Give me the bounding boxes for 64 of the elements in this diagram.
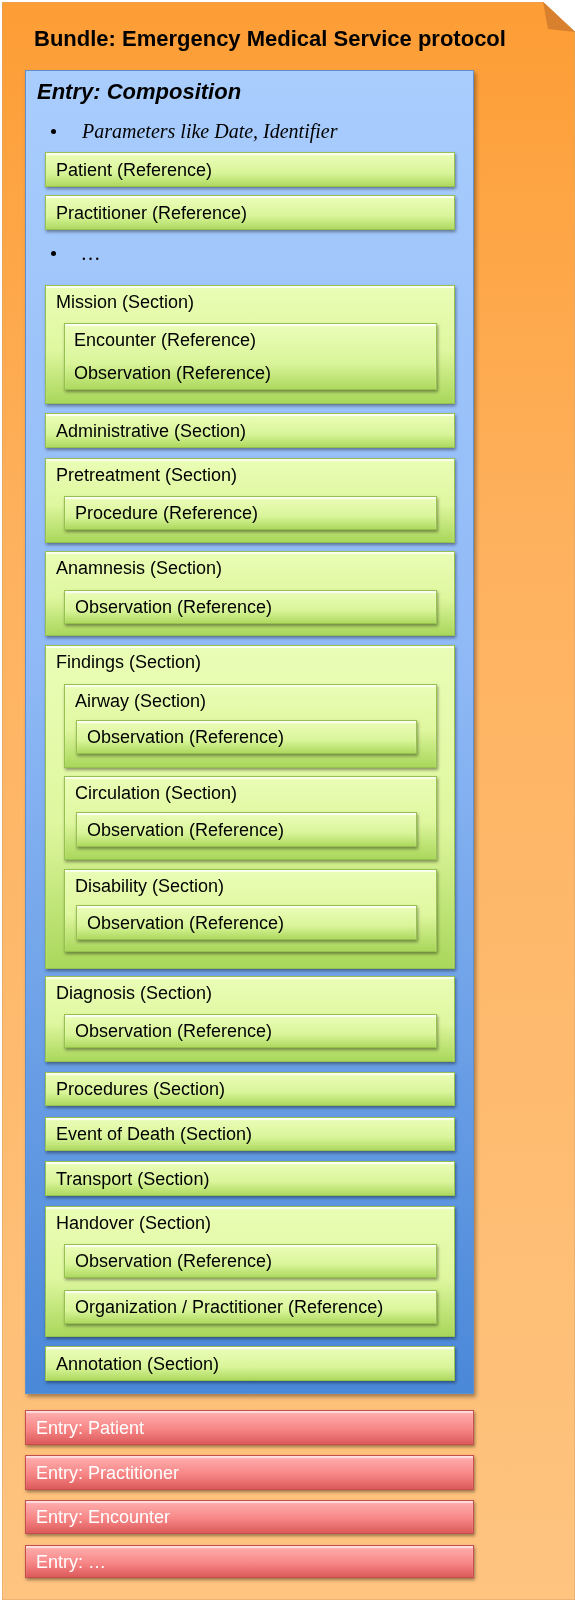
item-label: Observation (Reference) bbox=[74, 363, 272, 385]
item-label: Patient (Reference) bbox=[56, 159, 213, 182]
entry-bar bbox=[25, 1410, 474, 1445]
bullet-text: … bbox=[82, 241, 100, 265]
item-bar bbox=[45, 1346, 455, 1381]
section-panel bbox=[64, 776, 437, 860]
item-label: Practitioner (Reference) bbox=[56, 202, 248, 225]
section-panel bbox=[45, 645, 455, 969]
item-bar bbox=[76, 905, 417, 940]
section-title: Anamnesis (Section) bbox=[56, 558, 223, 580]
item-label: Procedure (Reference) bbox=[75, 503, 259, 525]
item-bar bbox=[76, 720, 417, 754]
item-bar bbox=[45, 413, 455, 448]
item-label: Event of Death (Section) bbox=[56, 1124, 253, 1146]
item-bar bbox=[64, 323, 437, 390]
section-title: Handover (Section) bbox=[56, 1213, 212, 1235]
item-label: Administrative (Section) bbox=[56, 420, 247, 443]
item-bar bbox=[64, 1244, 437, 1278]
entry-bar bbox=[25, 1455, 474, 1490]
item-bar bbox=[45, 1072, 455, 1106]
item-bar bbox=[76, 812, 417, 847]
item-label: Procedures (Section) bbox=[56, 1079, 226, 1101]
item-bar bbox=[64, 1290, 437, 1324]
entry-bar bbox=[25, 1500, 474, 1534]
item-label: Transport (Section) bbox=[56, 1168, 210, 1191]
entry-label: Entry: Encounter bbox=[36, 1507, 171, 1529]
item-bar bbox=[45, 152, 455, 187]
item-bar bbox=[64, 496, 437, 530]
item-bar bbox=[45, 1117, 455, 1151]
item-bar bbox=[45, 1161, 455, 1196]
section-panel bbox=[45, 285, 455, 404]
section-title: Pretreatment (Section) bbox=[56, 465, 238, 487]
section-title: Diagnosis (Section) bbox=[56, 983, 213, 1005]
entry-label: Entry: … bbox=[36, 1551, 106, 1574]
item-label: Observation (Reference) bbox=[87, 912, 285, 935]
section-panel bbox=[45, 976, 455, 1062]
section-panel bbox=[64, 869, 437, 952]
item-bar bbox=[45, 195, 455, 230]
item-bar bbox=[64, 1014, 437, 1048]
entry-bar bbox=[25, 1545, 474, 1578]
section-title: Circulation (Section) bbox=[75, 783, 238, 805]
section-panel bbox=[45, 1206, 455, 1337]
item-bar bbox=[64, 590, 437, 624]
item-label: Observation (Reference) bbox=[75, 597, 273, 619]
item-label: Organization / Practitioner (Reference) bbox=[75, 1297, 384, 1319]
section-title: Mission (Section) bbox=[56, 292, 195, 314]
panel-title: Entry: Composition bbox=[37, 78, 242, 106]
item-label: Annotation (Section) bbox=[56, 1353, 220, 1376]
item-label: Observation (Reference) bbox=[87, 819, 285, 842]
bullet-text: Parameters like Date, Identifier bbox=[82, 119, 338, 143]
item-label: Observation (Reference) bbox=[75, 1251, 273, 1273]
frame-title: Bundle: Emergency Medical Service protocol bbox=[34, 25, 506, 53]
section-title: Airway (Section) bbox=[75, 691, 207, 713]
section-panel bbox=[45, 551, 455, 636]
section-title: Disability (Section) bbox=[75, 876, 225, 898]
section-panel bbox=[45, 458, 455, 543]
section-panel bbox=[64, 684, 437, 768]
entry-label: Entry: Practitioner bbox=[36, 1462, 180, 1485]
composition-panel bbox=[25, 70, 474, 1394]
item-label: Observation (Reference) bbox=[75, 1021, 273, 1043]
item-label: Observation (Reference) bbox=[87, 727, 285, 749]
entry-label: Entry: Patient bbox=[36, 1417, 145, 1440]
item-label: Encounter (Reference) bbox=[74, 330, 257, 352]
section-title: Findings (Section) bbox=[56, 652, 202, 674]
